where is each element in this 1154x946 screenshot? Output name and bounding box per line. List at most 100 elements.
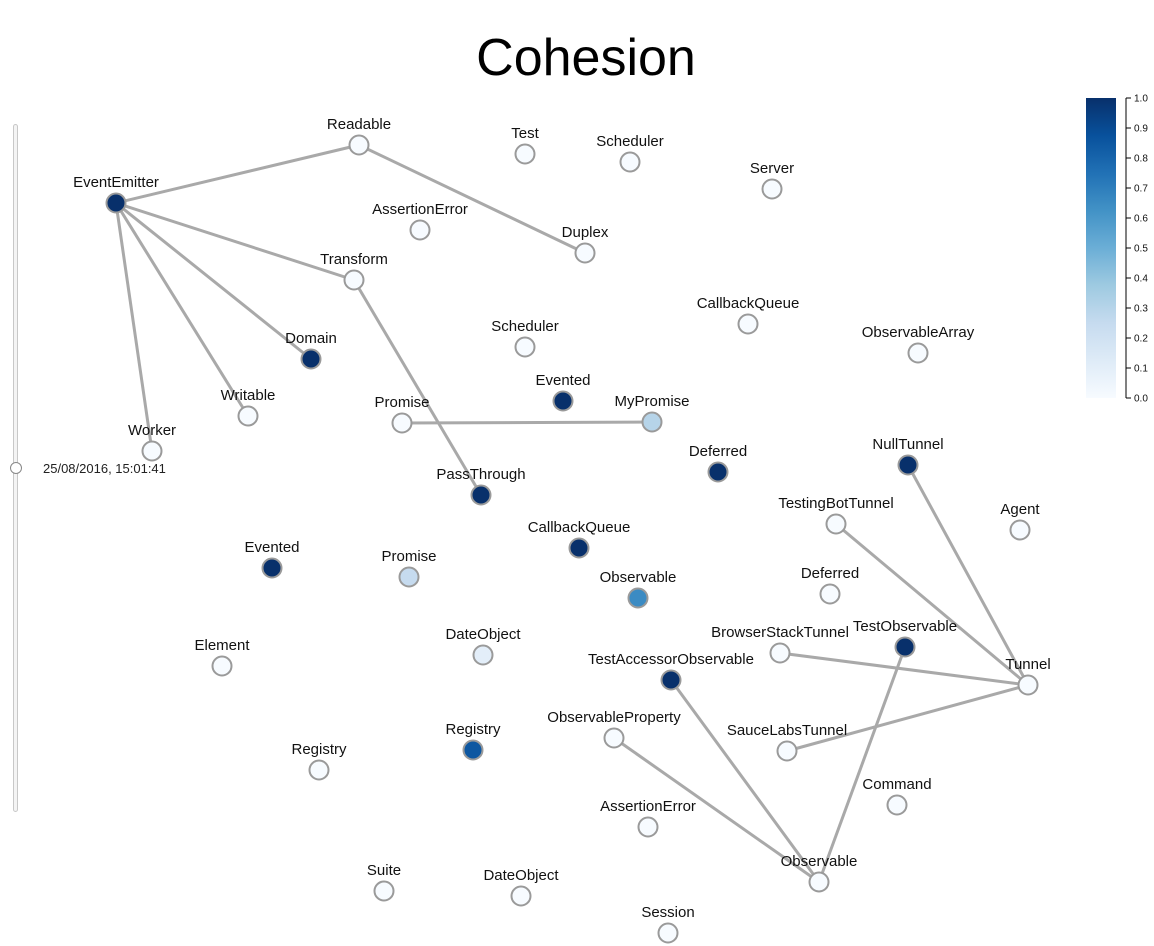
node-assertionerror1[interactable]: AssertionError [372,201,468,241]
node-observable2[interactable]: Observable [781,853,858,893]
node-circle[interactable] [707,461,729,483]
node-circle[interactable] [237,405,259,427]
legend-tick-label: 0.8 [1134,154,1148,165]
node-tunnel[interactable]: Tunnel [1005,656,1051,696]
node-label: Command [862,776,931,793]
node-circle[interactable] [568,537,590,559]
node-nulltunnel[interactable]: NullTunnel [872,436,944,476]
node-circle[interactable] [660,669,682,691]
legend-tick-label: 0.3 [1134,304,1148,315]
node-writable[interactable]: Writable [221,387,276,427]
node-registry2[interactable]: Registry [445,721,501,761]
node-circle[interactable] [211,655,233,677]
node-circle[interactable] [261,557,283,579]
node-deferred1[interactable]: Deferred [689,443,747,483]
node-label: Agent [1000,501,1040,518]
node-dateobject1[interactable]: DateObject [445,626,521,666]
node-session[interactable]: Session [641,904,695,944]
node-assertionerror2[interactable]: AssertionError [600,798,696,838]
node-circle[interactable] [637,816,659,838]
node-test[interactable]: Test [511,125,540,165]
node-circle[interactable] [1017,674,1039,696]
timeline-slider-handle[interactable] [10,462,22,474]
node-circle[interactable] [641,411,663,433]
node-circle[interactable] [300,348,322,370]
node-evented1[interactable]: Evented [535,372,591,412]
node-circle[interactable] [409,219,431,241]
node-circle[interactable] [514,336,536,358]
node-callbackqueue2[interactable]: CallbackQueue [528,519,631,559]
node-circle[interactable] [819,583,841,605]
node-circle[interactable] [105,192,127,214]
node-testaccessorobservable[interactable]: TestAccessorObservable [588,651,754,691]
node-circle[interactable] [657,922,679,944]
node-circle[interactable] [737,313,759,335]
node-testingbottunnel[interactable]: TestingBotTunnel [778,495,894,535]
node-transform[interactable]: Transform [320,251,388,291]
node-circle[interactable] [308,759,330,781]
node-observableproperty[interactable]: ObservableProperty [547,709,681,749]
page-title: Cohesion [476,29,696,87]
node-circle[interactable] [398,566,420,588]
node-readable[interactable]: Readable [327,116,391,156]
node-circle[interactable] [391,412,413,434]
node-circle[interactable] [1009,519,1031,541]
node-circle[interactable] [627,587,649,609]
node-testobservable[interactable]: TestObservable [853,618,957,658]
node-circle[interactable] [761,178,783,200]
node-label: Element [194,637,250,654]
node-circle[interactable] [552,390,574,412]
node-saucelabstunnel[interactable]: SauceLabsTunnel [727,722,847,762]
timeline-timestamp: 25/08/2016, 15:01:41 [43,461,166,476]
node-dateobject2[interactable]: DateObject [483,867,559,907]
node-scheduler1[interactable]: Scheduler [596,133,664,173]
node-circle[interactable] [603,727,625,749]
node-circle[interactable] [462,739,484,761]
node-element[interactable]: Element [194,637,250,677]
node-agent[interactable]: Agent [1000,501,1040,541]
node-duplex[interactable]: Duplex [562,224,609,264]
node-registry1[interactable]: Registry [291,741,347,781]
node-circle[interactable] [907,342,929,364]
node-circle[interactable] [769,642,791,664]
node-scheduler2[interactable]: Scheduler [491,318,559,358]
node-circle[interactable] [808,871,830,893]
node-circle[interactable] [373,880,395,902]
node-circle[interactable] [514,143,536,165]
node-observable1[interactable]: Observable [600,569,677,609]
node-label: Transform [320,251,388,268]
node-circle[interactable] [886,794,908,816]
node-eventemitter[interactable]: EventEmitter [73,174,159,214]
node-circle[interactable] [510,885,532,907]
node-label: Registry [291,741,347,758]
node-label: DateObject [445,626,521,643]
node-label: Promise [381,548,436,565]
node-circle[interactable] [141,440,163,462]
node-promise2[interactable]: Promise [381,548,437,588]
node-promise1[interactable]: Promise [374,394,430,434]
node-browserstacktunnel[interactable]: BrowserStackTunnel [711,624,849,664]
node-suite[interactable]: Suite [367,862,401,902]
node-circle[interactable] [894,636,916,658]
node-label: CallbackQueue [697,295,800,312]
node-circle[interactable] [470,484,492,506]
node-callbackqueue1[interactable]: CallbackQueue [697,295,800,335]
node-worker[interactable]: Worker [128,422,176,462]
node-passthrough[interactable]: PassThrough [436,466,526,506]
node-circle[interactable] [825,513,847,535]
node-circle[interactable] [897,454,919,476]
node-deferred2[interactable]: Deferred [801,565,859,605]
node-evented2[interactable]: Evented [244,539,300,579]
node-mypromise[interactable]: MyPromise [614,393,690,433]
edge-eventemitter-writable [114,202,250,417]
node-circle[interactable] [776,740,798,762]
node-circle[interactable] [343,269,365,291]
node-circle[interactable] [574,242,596,264]
node-domain[interactable]: Domain [285,330,337,370]
node-server[interactable]: Server [750,160,794,200]
node-circle[interactable] [348,134,370,156]
node-circle[interactable] [619,151,641,173]
node-circle[interactable] [472,644,494,666]
node-command[interactable]: Command [862,776,932,816]
node-observablearray[interactable]: ObservableArray [862,324,975,364]
